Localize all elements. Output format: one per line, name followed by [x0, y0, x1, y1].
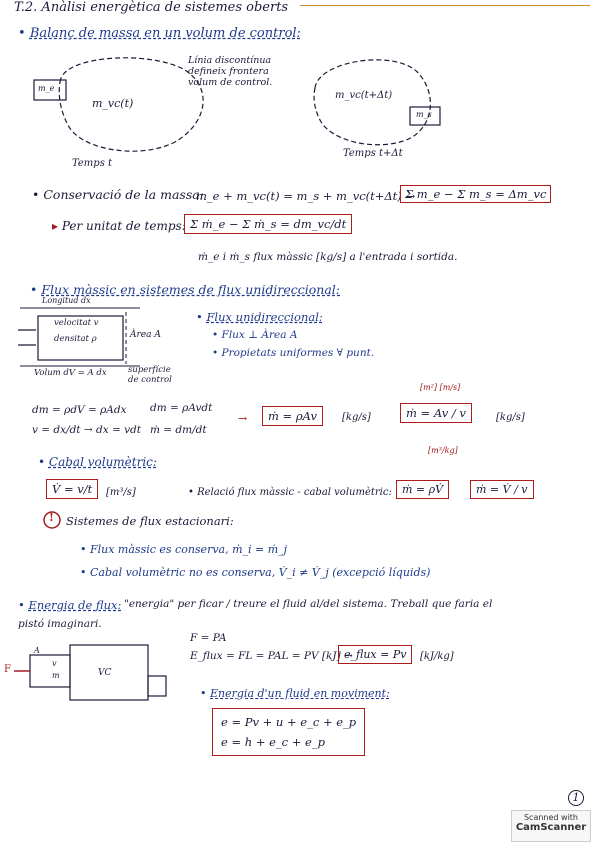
conservation-label: • Conservació de la massa:	[32, 187, 204, 202]
boxed-mass-flow-2: ṁ = Av / v	[400, 403, 472, 423]
piston-vc	[69, 644, 149, 701]
label-me: m_e	[38, 84, 55, 93]
note-boundary: Línia discontínua defineix frontera volu…	[188, 55, 273, 88]
label-time-t: Temps t	[72, 158, 113, 169]
derivation-4: ṁ = dm/dt	[150, 424, 207, 436]
per-unit-time-label: ▸ Per unitat de temps:	[52, 219, 186, 233]
boxed-rate-balance: Σ ṁ_e − Σ ṁ_s = dm_vc/dt	[184, 214, 353, 234]
mass-flow-bottom-units: [m³/kg]	[428, 446, 458, 455]
boxed-flow-energy: e_flux = Pv	[338, 645, 413, 664]
unidirectional-title: • Flux unidireccional:	[196, 310, 323, 324]
label-mvc-t: m_vc(t)	[92, 97, 134, 110]
label-mvc-t-dt: m_vc(t+Δt)	[335, 90, 393, 101]
steady-flow-item-1: • Flux màssic es conserva, ṁ_i = ṁ_j	[80, 543, 288, 556]
flow-energy-equation: E_flux = FL = PAL = PV [kJ] →	[190, 650, 353, 662]
relation-label: • Relació flux màssic - cabal volumètric…	[188, 487, 392, 498]
flux-note: ṁ_e i ṁ_s flux màssic [kg/s] a l'entrada…	[198, 251, 458, 263]
control-volume-t-dt	[313, 59, 431, 146]
mass-flow-unit: [kg/s]	[342, 412, 371, 423]
total-energy-eq-1: e = Pv + u + e_c + e_p	[221, 715, 357, 729]
piston-m-label: m	[52, 671, 60, 680]
total-energy-eq-2: e = h + e_c + e_p	[221, 735, 325, 749]
boxed-relation-2: ṁ = V̇ / v	[470, 480, 534, 499]
section-mass-balance-title: • Balanç de massa en un volum de control…	[18, 26, 301, 41]
section-flow-energy-title: • Energia de flux:	[18, 598, 122, 612]
derivation-2: v = dx/dt → dx = vdt	[32, 424, 141, 436]
flow-energy-description-2: pistó imaginari.	[18, 618, 102, 630]
boxed-volumetric-flow: V̇ = v/t	[46, 479, 99, 499]
piston-outlet	[147, 675, 167, 697]
flow-element	[37, 315, 124, 361]
piston-cylinder	[29, 654, 71, 688]
section-mass-flux-title: • Flux màssic en sistemes de flux unidir…	[30, 282, 341, 297]
force-equation: F = PA	[190, 632, 227, 644]
warning-icon	[43, 511, 61, 529]
boxed-mass-balance: Σ m_e − Σ m_s = Δm_vc	[400, 185, 552, 203]
header-rule	[300, 5, 590, 6]
warning-mark: !	[49, 511, 54, 524]
fluid-energy-title: • Energia d'un fluid en moviment:	[200, 687, 390, 700]
unidirectional-item-1: • Flux ⊥ Àrea A	[212, 329, 298, 341]
outlet-pipe	[409, 106, 441, 126]
mass-flow-top-units: [m²] [m/s]	[420, 383, 461, 392]
boxed-total-energy: e = Pv + u + e_c + e_p e = h + e_c + e_p	[212, 708, 366, 756]
label-density: densitat ρ	[54, 334, 97, 344]
volumetric-unit: [m³/s]	[106, 487, 136, 498]
flow-energy-unit: [kJ/kg]	[420, 651, 454, 662]
derivation-1: dm = ρdV = ρAdx	[32, 404, 127, 416]
derivation-3: dm = ρAvdt	[150, 402, 213, 414]
label-velocity: velocitat v	[54, 318, 99, 328]
piston-vc-label: VC	[98, 668, 112, 678]
section-volumetric-title: • Cabal volumètric:	[38, 455, 157, 469]
control-volume-t	[58, 57, 204, 152]
piston-v-label: v	[52, 659, 57, 668]
page-title: T.2. Anàlisi energètica de sistemes ober…	[14, 0, 289, 15]
mass-flow-unit-2: [kg/s]	[496, 412, 525, 423]
unidirectional-item-2: • Propietats uniformes ∀ punt.	[212, 347, 375, 359]
label-volume: Volum dV = A dx	[34, 368, 107, 378]
piston-force-label: F	[4, 664, 11, 675]
label-area: Àrea A	[130, 330, 161, 340]
label-control-surface: superfície de control	[128, 365, 172, 385]
inlet-pipe	[33, 79, 67, 101]
label-length: Longitud dx	[42, 296, 91, 305]
boxed-relation-1: ṁ = ρV̇	[396, 480, 450, 499]
steady-flow-title: Sistemes de flux estacionari:	[66, 514, 234, 528]
label-time-t-dt: Temps t+Δt	[343, 148, 403, 159]
steady-flow-item-2: • Cabal volumètric no es conserva, V̇_i …	[80, 566, 431, 579]
implies-arrow: →	[238, 412, 248, 425]
label-ms: m_s	[416, 110, 432, 119]
equation-mass: m_e + m_vc(t) = m_s + m_vc(t+Δt) →	[196, 189, 416, 203]
flow-energy-description: "energia" per ficar / treure el fluid al…	[124, 598, 493, 610]
page-number: 1	[568, 790, 584, 806]
scanner-watermark: Scanned with CamScanner	[511, 810, 591, 842]
piston-area-label: A	[34, 646, 40, 655]
boxed-mass-flow: ṁ = ρAv	[262, 406, 323, 426]
